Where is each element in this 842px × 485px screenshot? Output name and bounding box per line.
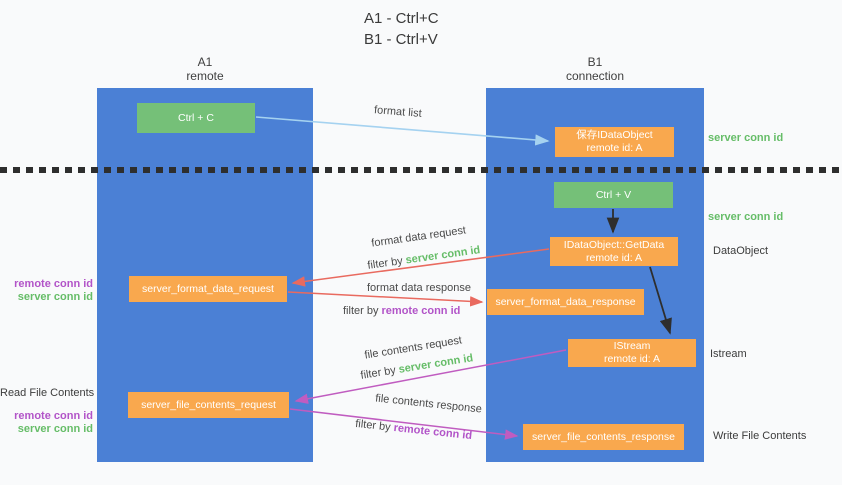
label-filter-file-response: filter by remote conn id — [355, 418, 473, 442]
annotation-server-conn-id-mid: server conn id — [708, 211, 784, 223]
node-server-format-data-request-label: server_format_data_request — [142, 282, 274, 295]
lane-header-b1: B1 connection — [486, 55, 704, 83]
filter-value-server-conn-id: server conn id — [397, 352, 474, 376]
node-istream: IStream remote id: A — [568, 339, 696, 367]
label-file-contents-response: file contents response — [374, 392, 483, 416]
annotation-server-conn-id-left-top: server conn id — [17, 291, 93, 303]
lane-a1-name: A1 — [197, 55, 213, 69]
node-save-idataobject-line1: 保存IDataObject — [576, 129, 653, 141]
lane-header-a1: A1 remote — [97, 55, 313, 83]
node-save-idataobject: 保存IDataObject remote id: A — [555, 127, 674, 157]
filter-value-server-conn-id: server conn id — [404, 244, 482, 267]
label-filter-format-response: filter by remote conn id — [343, 305, 460, 317]
annotation-server-conn-id-left-bottom: server conn id — [17, 423, 93, 435]
annotation-istream: Istream — [710, 348, 747, 360]
node-server-file-contents-response: server_file_contents_response — [523, 424, 684, 450]
node-save-idataobject-line2: remote id: A — [586, 142, 643, 154]
node-server-format-data-response: server_format_data_response — [487, 289, 644, 315]
diagram-title: A1 - Ctrl+C B1 - Ctrl+V — [364, 8, 439, 50]
filter-prefix: filter by — [343, 305, 382, 317]
node-server-file-contents-request: server_file_contents_request — [128, 392, 289, 418]
annotation-remote-conn-id-top: remote conn id — [14, 278, 93, 290]
label-format-data-request: format data request — [370, 224, 467, 250]
filter-value-remote-conn-id: remote conn id — [381, 305, 461, 317]
node-ctrl-v: Ctrl + V — [554, 182, 673, 208]
node-server-file-contents-response-label: server_file_contents_response — [531, 430, 675, 443]
lane-b1-name: B1 — [587, 55, 603, 69]
lane-b1-subtitle: connection — [565, 69, 625, 83]
node-ctrl-c-label: Ctrl + C — [178, 111, 214, 124]
annotation-read-file-contents: Read File Contents — [0, 387, 95, 399]
filter-value-remote-conn-id: remote conn id — [392, 421, 473, 443]
label-filter-format-request: filter by server conn id — [367, 244, 481, 272]
node-ctrl-v-label: Ctrl + V — [595, 188, 632, 201]
node-ctrl-c: Ctrl + C — [137, 103, 255, 133]
annotation-write-file-contents: Write File Contents — [713, 430, 807, 442]
annotation-dataobject: DataObject — [713, 245, 769, 257]
annotation-remote-conn-id-bottom: remote conn id — [14, 410, 93, 422]
filter-prefix: filter by — [359, 363, 400, 382]
label-format-list: format list — [373, 104, 423, 120]
node-getdata-line1: IDataObject::GetData — [563, 238, 665, 251]
filter-prefix: filter by — [354, 417, 395, 434]
lane-a1-subtitle: remote — [186, 69, 224, 83]
node-server-format-data-response-label: server_format_data_response — [495, 295, 636, 308]
title-line-1: A1 - Ctrl+C — [364, 10, 439, 27]
label-format-data-response: format data response — [367, 282, 471, 294]
title-line-2: B1 - Ctrl+V — [364, 31, 438, 48]
node-getdata: IDataObject::GetData remote id: A — [550, 237, 678, 266]
separator-dotted-line — [0, 167, 842, 173]
node-istream-line2: remote id: A — [603, 353, 661, 365]
node-server-file-contents-request-label: server_file_contents_request — [141, 398, 276, 411]
node-istream-line1: IStream — [613, 340, 651, 352]
filter-prefix: filter by — [366, 254, 407, 272]
node-getdata-line2: remote id: A — [585, 251, 643, 264]
node-server-format-data-request: server_format_data_request — [129, 276, 287, 302]
annotation-server-conn-id-top: server conn id — [708, 132, 784, 144]
